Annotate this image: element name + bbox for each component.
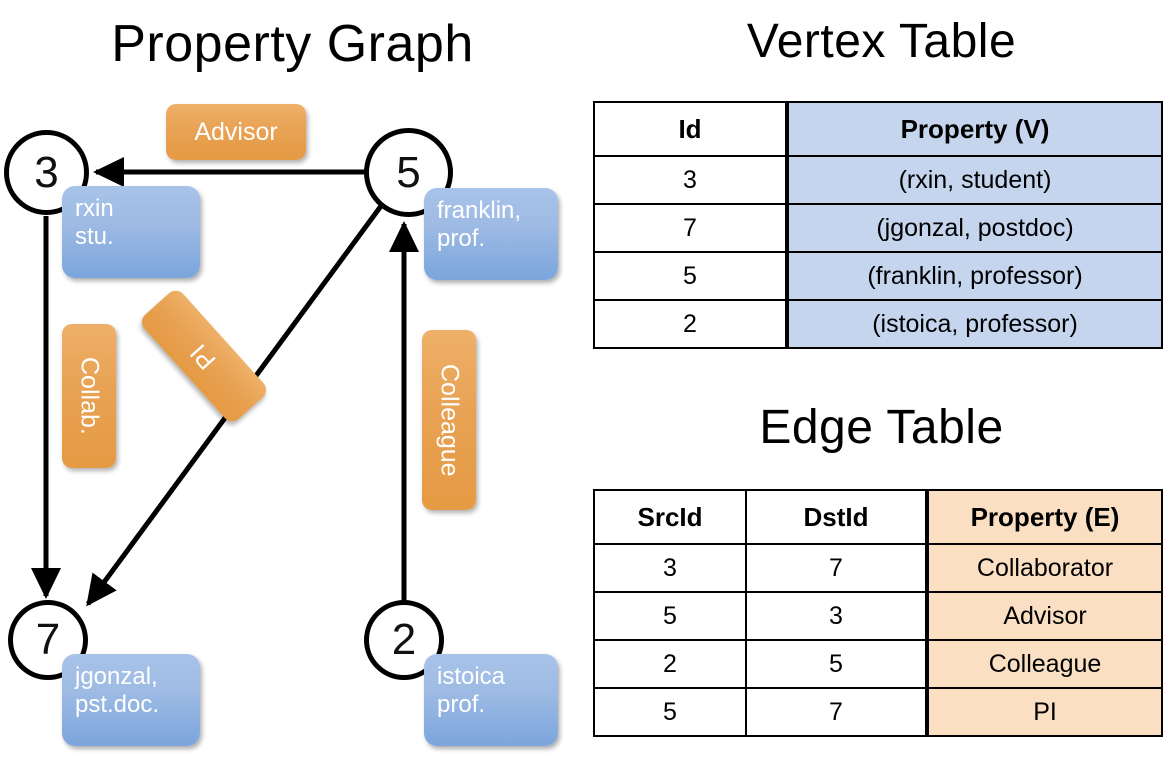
graph-node-2[interactable]: 2: [364, 600, 444, 680]
vertex-property-box-jgonzal: jgonzal, pst.doc.: [62, 654, 200, 746]
vertex-id-cell: 3: [593, 155, 788, 205]
graph-node-7-label: 7: [35, 615, 61, 664]
edge-label-collab-text: Collab.: [75, 357, 104, 435]
table-row[interactable]: 3 (rxin, student): [593, 155, 1163, 205]
vertex-property-line-2: stu.: [75, 223, 114, 251]
tables-panel: Vertex Table Id Property (V) 3 (rxin, st…: [585, 0, 1170, 760]
edge-src-cell: 3: [593, 543, 747, 593]
graph-node-5[interactable]: 5: [364, 128, 453, 217]
table-row[interactable]: 2 5 Colleague: [593, 639, 1163, 689]
vertex-property-box-istoica: istoica prof.: [424, 654, 558, 746]
vertex-id-cell: 7: [593, 203, 788, 253]
edge-label-colleague: Colleague: [422, 330, 476, 510]
vertex-property-line-2: prof.: [437, 691, 486, 719]
vertex-property-line-1: rxin: [75, 195, 114, 222]
vertex-table-header-row: Id Property (V): [593, 101, 1163, 157]
vertex-table-title: Vertex Table: [746, 15, 1017, 68]
edge-dst-cell: 7: [745, 687, 928, 737]
property-graph-title: Property Graph: [111, 15, 474, 73]
table-row[interactable]: 7 (jgonzal, postdoc): [593, 203, 1163, 253]
edge-src-cell: 5: [593, 687, 747, 737]
graph-node-3-label: 3: [34, 147, 59, 197]
property-graph-panel: Property Graph Advisor Collab. PI Collea…: [4, 15, 558, 746]
edge-label-pi-text: PI: [185, 338, 222, 375]
vertex-property-cell: (rxin, student): [785, 155, 1163, 205]
vertex-table-header-property: Property (V): [785, 101, 1163, 157]
table-row[interactable]: 5 (franklin, professor): [593, 251, 1163, 301]
vertex-property-line-2: pst.doc.: [75, 691, 160, 719]
edge-label-advisor: Advisor: [166, 104, 306, 160]
table-row[interactable]: 5 7 PI: [593, 687, 1163, 737]
vertex-id-cell: 2: [593, 299, 788, 349]
edge-src-cell: 5: [593, 591, 747, 641]
edge-property-cell: Collaborator: [925, 543, 1163, 593]
edge-dst-cell: 7: [745, 543, 928, 593]
vertex-property-cell: (jgonzal, postdoc): [785, 203, 1163, 253]
edge-property-cell: Advisor: [925, 591, 1163, 641]
vertex-property-box-rxin: rxin stu.: [62, 186, 200, 278]
vertex-property-line-1: franklin,: [437, 197, 522, 224]
graph-node-2-label: 2: [391, 615, 417, 664]
table-row[interactable]: 5 3 Advisor: [593, 591, 1163, 641]
edge-label-collab: Collab.: [62, 324, 116, 468]
edge-table-header-dstid: DstId: [745, 489, 928, 545]
edge-dst-cell: 3: [745, 591, 928, 641]
vertex-table: Id Property (V) 3 (rxin, student) 7 (jgo…: [593, 101, 1163, 349]
edge-table: SrcId DstId Property (E) 3 7 Collaborato…: [593, 489, 1163, 737]
edge-table-header-srcid: SrcId: [593, 489, 747, 545]
edge-label-colleague-text: Colleague: [435, 363, 464, 477]
edge-table-title: Edge Table: [759, 401, 1004, 454]
table-row[interactable]: 3 7 Collaborator: [593, 543, 1163, 593]
edge-property-cell: PI: [925, 687, 1163, 737]
vertex-property-line-2: prof.: [437, 225, 486, 253]
edge-label-advisor-text: Advisor: [194, 117, 278, 146]
edge-dst-cell: 5: [745, 639, 928, 689]
vertex-property-line-1: jgonzal,: [75, 663, 158, 690]
vertex-table-header-id: Id: [593, 101, 788, 157]
vertex-property-box-franklin: franklin, prof.: [424, 188, 558, 280]
edge-table-header-property: Property (E): [925, 489, 1163, 545]
vertex-property-line-1: istoica: [437, 663, 506, 690]
vertex-property-cell: (franklin, professor): [785, 251, 1163, 301]
edge-property-cell: Colleague: [925, 639, 1163, 689]
edge-src-cell: 2: [593, 639, 747, 689]
vertex-id-cell: 5: [593, 251, 788, 301]
table-row[interactable]: 2 (istoica, professor): [593, 299, 1163, 349]
edge-table-header-row: SrcId DstId Property (E): [593, 489, 1163, 545]
graph-node-5-label: 5: [396, 147, 421, 197]
vertex-property-cell: (istoica, professor): [785, 299, 1163, 349]
